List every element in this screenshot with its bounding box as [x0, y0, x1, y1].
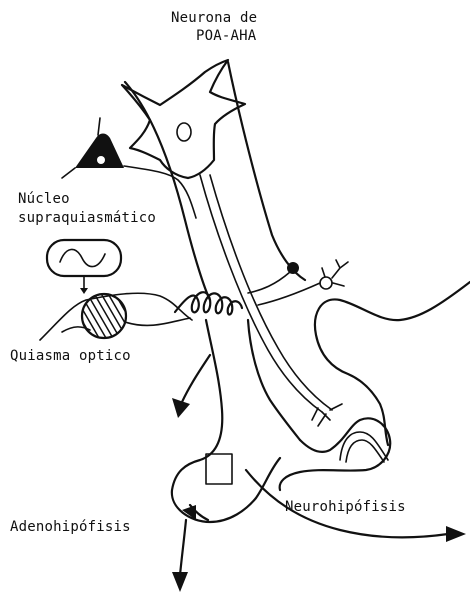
- neuron-label-line1: Neurona de: [171, 10, 257, 27]
- neuron-label-line2: POA-AHA: [196, 28, 256, 45]
- portal-flow-arrow: [182, 355, 210, 402]
- hypothalamus-outline-left: [125, 82, 210, 300]
- median-eminence-curve: [315, 282, 470, 445]
- poa-aha-neuron-soma: [122, 60, 245, 178]
- optic-chiasm: [82, 294, 126, 338]
- adenohypophysis-outline: [172, 320, 280, 522]
- sine-wave-icon: [60, 249, 105, 266]
- portal-coils: [175, 292, 242, 314]
- adenohypophysis-label: Adenohipófisis: [10, 519, 131, 536]
- small-neuron-open: [320, 277, 332, 289]
- poa-aha-neuron-nucleus: [177, 123, 191, 141]
- portal-square: [206, 454, 232, 484]
- adeno-output-arrow-2: [180, 520, 186, 575]
- neurohypophysis-label: Neurohipófisis: [285, 499, 406, 516]
- scn-label-line1: Núcleo: [18, 191, 70, 208]
- scn-label-line2: supraquiasmático: [18, 210, 156, 227]
- stalk-outline-right: [228, 62, 305, 280]
- oscillator-box: [47, 240, 121, 276]
- chiasm-label: Quiasma optico: [10, 348, 131, 365]
- neurohypophysis-outline: [280, 418, 391, 490]
